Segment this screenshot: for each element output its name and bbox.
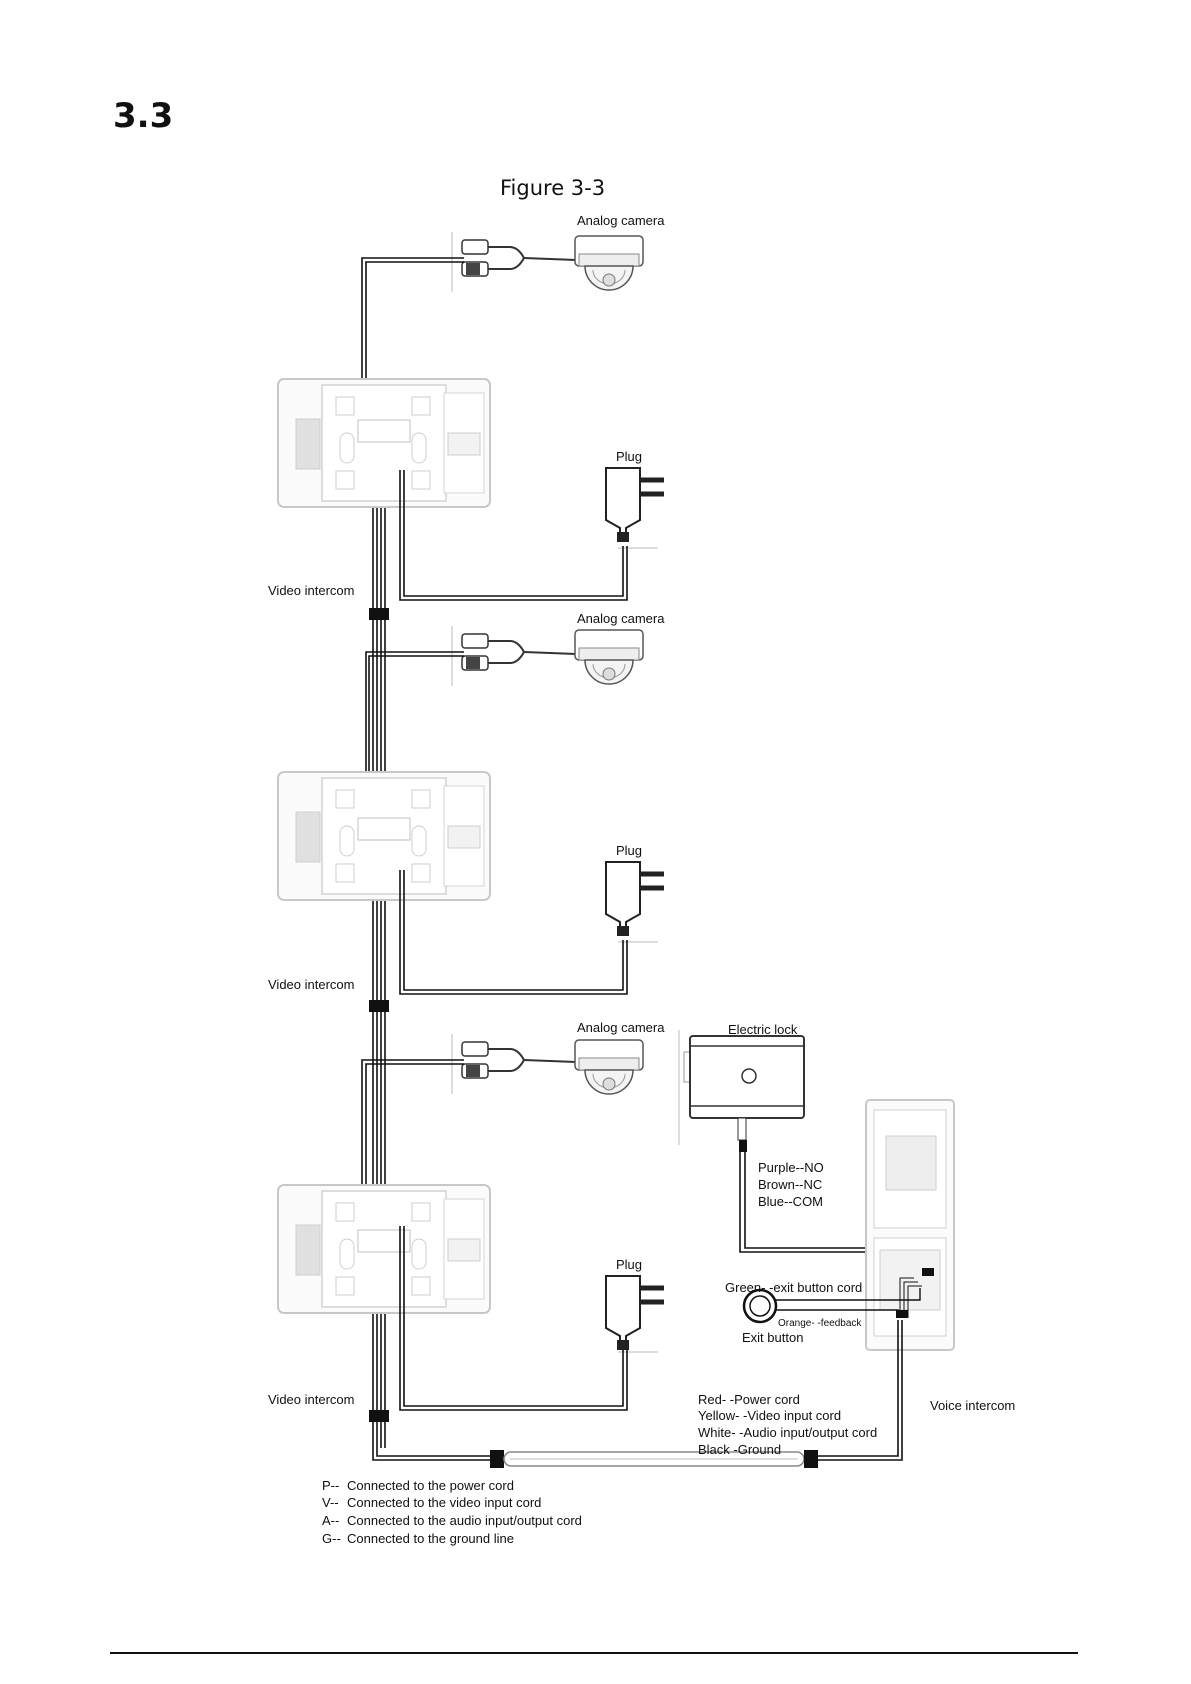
plug-1-label: Plug (616, 449, 642, 464)
legend-code-g: G-- (322, 1531, 341, 1546)
bus-wire-white: White- -Audio input/output cord (698, 1425, 877, 1440)
electric-lock-label: Electric lock (728, 1022, 798, 1037)
legend-text-v: Connected to the video input cord (347, 1495, 541, 1510)
footer-rule (110, 1652, 1078, 1654)
plug-1-icon (606, 468, 664, 542)
section-number: 3.3 (113, 96, 174, 136)
video-intercom-1-label: Video intercom (268, 583, 354, 598)
green-exit-label: Green- -exit button cord (725, 1280, 862, 1295)
video-intercom-unit-2 (277, 625, 664, 995)
plug-2-icon (606, 862, 664, 936)
bus-wire-red: Red- -Power cord (698, 1392, 800, 1407)
video-intercom-3-label: Video intercom (268, 1392, 354, 1407)
bus-wire-black: Black -Ground (698, 1442, 781, 1457)
video-intercom-unit-3 (277, 1033, 664, 1411)
voice-intercom (865, 1099, 955, 1351)
plug-3-icon (606, 1276, 664, 1350)
analog-camera-2-label: Analog camera (577, 611, 665, 626)
bus-cable (372, 1320, 903, 1468)
legend-text-a: Connected to the audio input/output cord (347, 1513, 582, 1528)
analog-camera-1-icon (574, 235, 644, 291)
plug-3-label: Plug (616, 1257, 642, 1272)
lock-wire-blue: Blue--COM (758, 1194, 823, 1209)
lock-wire-purple: Purple--NO (758, 1160, 824, 1175)
legend-text-p: Connected to the power cord (347, 1478, 514, 1493)
bus-wire-yellow: Yellow- -Video input cord (698, 1408, 841, 1423)
plug-2-label: Plug (616, 843, 642, 858)
trunk-joint-2 (369, 1000, 389, 1012)
exit-button-icon (742, 1288, 778, 1324)
figure-caption: Figure 3-3 (500, 176, 606, 200)
video-intercom-unit-1 (277, 231, 664, 601)
trunk-joint-3 (369, 1410, 389, 1422)
orange-feedback-label: Orange- -feedback (778, 1318, 862, 1329)
exit-button-label: Exit button (742, 1330, 803, 1345)
analog-camera-3-icon (574, 1039, 644, 1095)
voice-intercom-label: Voice intercom (930, 1398, 1015, 1413)
legend-text-g: Connected to the ground line (347, 1531, 514, 1546)
video-intercom-1-icon (277, 378, 491, 508)
analog-camera-1-label: Analog camera (577, 213, 665, 228)
lock-keyhole-icon (741, 1068, 757, 1084)
video-intercom-2-label: Video intercom (268, 977, 354, 992)
legend-code-v: V-- (322, 1495, 339, 1510)
legend-code-a: A-- (322, 1513, 339, 1528)
legend-code-p: P-- (322, 1478, 339, 1493)
analog-camera-3-label: Analog camera (577, 1020, 665, 1035)
trunk-joint-1 (369, 608, 389, 620)
electric-lock (678, 1030, 805, 1152)
analog-camera-2-icon (574, 629, 644, 685)
lock-wire-brown: Brown--NC (758, 1177, 822, 1192)
